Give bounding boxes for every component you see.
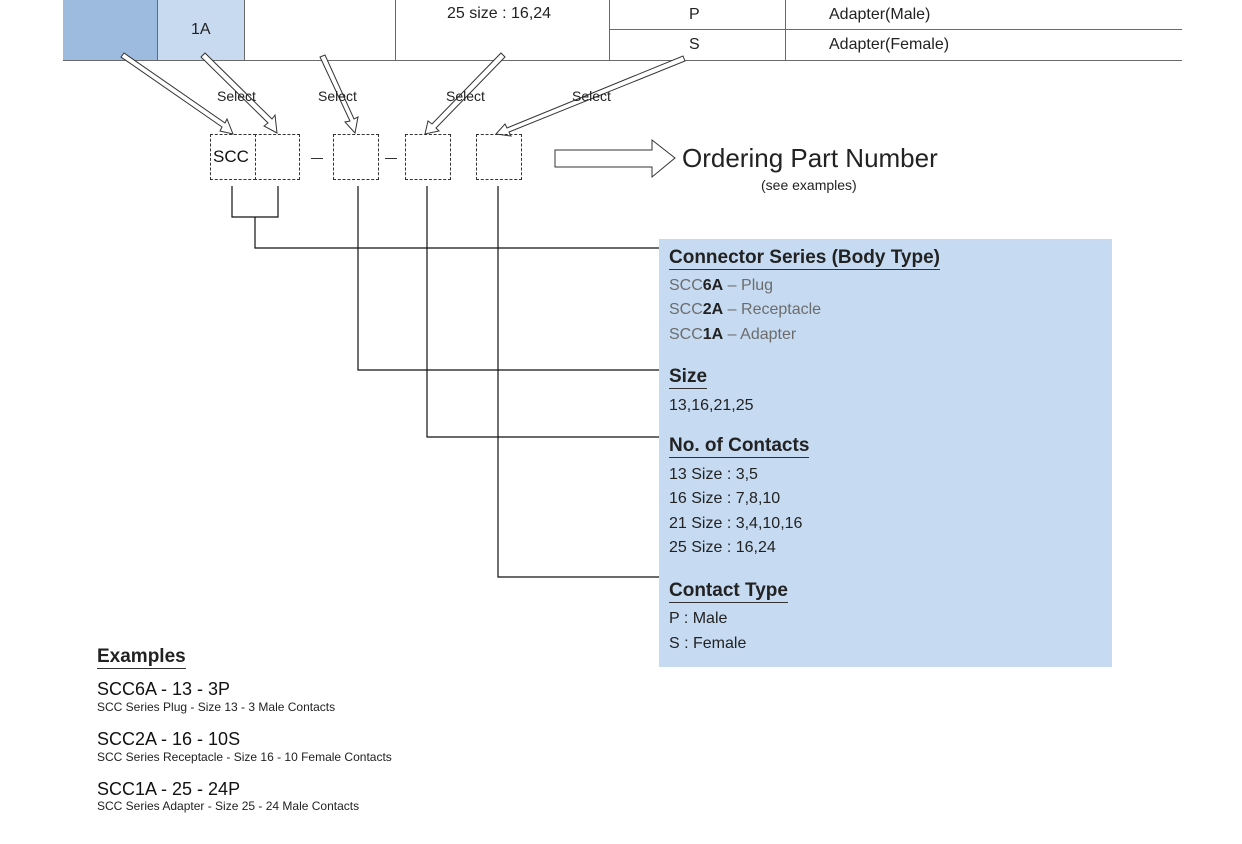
- contacts-line: 16 Size : 7,8,10: [669, 490, 781, 507]
- connector-lines: [231, 186, 659, 578]
- contact-desc-male: Adapter(Male): [829, 6, 931, 23]
- ordering-subtitle: (see examples): [761, 177, 857, 193]
- example-code: SCC2A - 16 - 10S: [97, 729, 241, 749]
- section-title-series: Connector Series (Body Type): [669, 247, 940, 270]
- contact-type-line: P : Male: [669, 610, 728, 627]
- example-desc: SCC Series Plug - Size 13 - 3 Male Conta…: [97, 700, 336, 714]
- section-title-contacts: No. of Contacts: [669, 435, 810, 458]
- example-desc: SCC Series Receptacle - Size 16 - 10 Fem…: [97, 750, 392, 764]
- contact-type-line: S : Female: [669, 635, 747, 652]
- select-label-2: Select: [318, 88, 357, 104]
- prefix-text: SCC: [213, 147, 249, 166]
- contacts-line: 25 Size : 16,24: [669, 539, 776, 556]
- body-type-box: [254, 134, 300, 180]
- contacts-line: 13 Size : 3,5: [669, 466, 758, 483]
- separator-2: [385, 158, 397, 159]
- series-line: SCC2A – Receptacle: [669, 301, 822, 318]
- size-box: [333, 134, 379, 180]
- example-code: SCC1A - 25 - 24P: [97, 779, 241, 799]
- contact-code-s: S: [689, 36, 700, 53]
- ordering-title: Ordering Part Number: [682, 143, 938, 173]
- example-code: SCC6A - 13 - 3P: [97, 679, 231, 699]
- body-type-code: 1A: [191, 21, 211, 38]
- series-line: SCC1A – Adapter: [669, 326, 797, 343]
- separator-1: [311, 158, 323, 159]
- contact-desc-female: Adapter(Female): [829, 36, 950, 53]
- prefix-box: SCC: [210, 134, 256, 180]
- section-title-contact-type: Contact Type: [669, 580, 788, 603]
- contact-code-p: P: [689, 6, 700, 23]
- body-type-cell: 1A: [158, 0, 244, 60]
- select-label-3: Select: [446, 88, 485, 104]
- select-label-1: Select: [217, 88, 256, 104]
- section-title-size: Size: [669, 366, 708, 389]
- contact-type-box: [476, 134, 522, 180]
- size-line: 13,16,21,25: [669, 397, 754, 414]
- examples-title: Examples: [97, 646, 186, 669]
- select-label-4: Select: [572, 88, 611, 104]
- series-line: SCC6A – Plug: [669, 277, 774, 294]
- series-cell: [63, 0, 157, 60]
- contacts-line: 21 Size : 3,4,10,16: [669, 515, 803, 532]
- options-panel: Connector Series (Body Type) SCC6A – Plu…: [659, 239, 1112, 667]
- contacts-box: [405, 134, 451, 180]
- contacts-cell: 25 size : 16,24: [447, 5, 552, 22]
- ordering-arrow-icon: [554, 138, 676, 179]
- example-desc: SCC Series Adapter - Size 25 - 24 Male C…: [97, 799, 360, 813]
